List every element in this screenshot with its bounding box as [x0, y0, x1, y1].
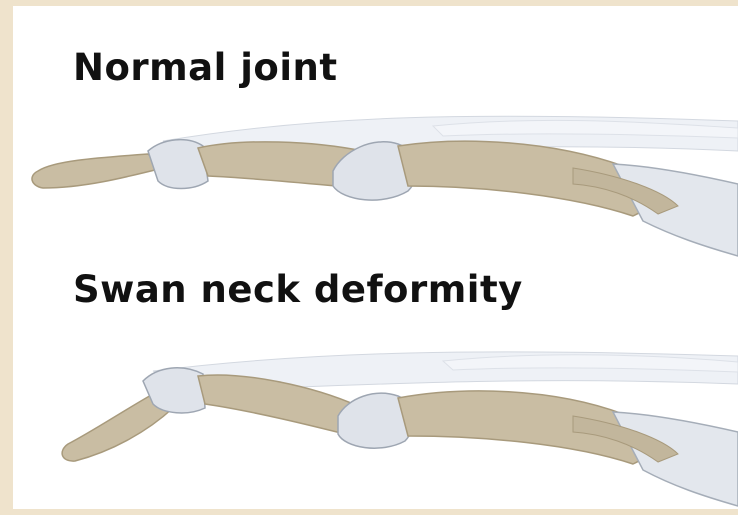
- normal-joint-label: Normal joint: [73, 46, 338, 89]
- swan-neck-deformity-label: Swan neck deformity: [73, 268, 523, 311]
- distal-phalanx: [32, 154, 163, 188]
- illustration-panel: Normal joint Swan neck deformity: [13, 6, 738, 509]
- swan-neck-finger-illustration: [13, 336, 738, 509]
- normal-finger-illustration: [13, 96, 738, 266]
- dip-joint: [148, 140, 208, 189]
